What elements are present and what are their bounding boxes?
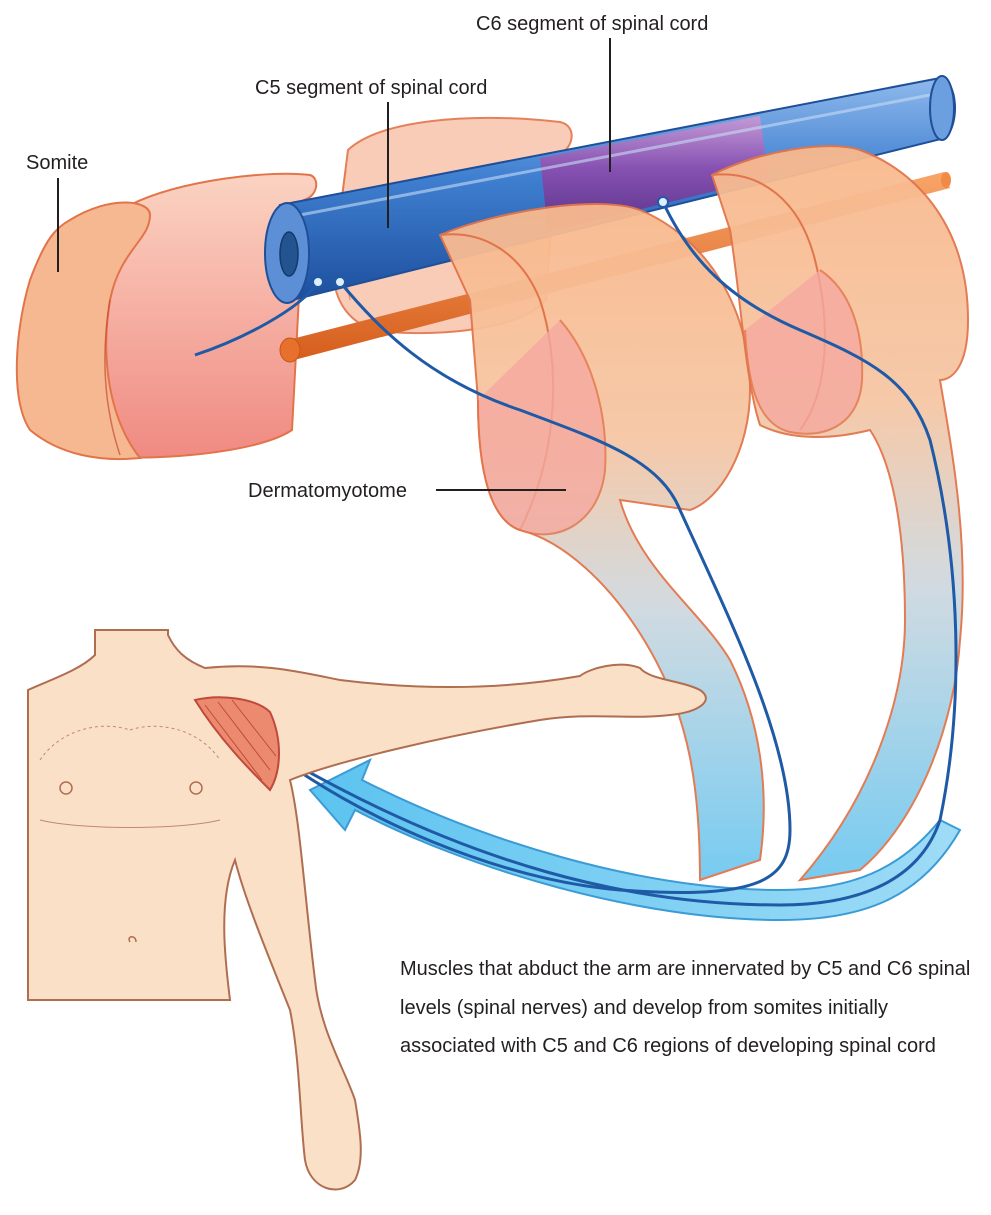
- figure-caption: Muscles that abduct the arm are innervat…: [400, 958, 971, 1057]
- deltoid-muscle: [193, 696, 280, 792]
- somite-left: [15, 172, 318, 461]
- somite-label: Somite: [26, 152, 88, 174]
- spinal-nerves: [194, 196, 958, 907]
- human-figure: [27, 629, 707, 1191]
- c6-segment-label: C6 segment of spinal cord: [476, 13, 708, 35]
- dermatomyotome-c6: [710, 145, 970, 882]
- leader-lines: [57, 38, 611, 491]
- dermatomyotome-c5: [438, 203, 765, 882]
- c5-segment-label: C5 segment of spinal cord: [255, 77, 487, 99]
- dermatomyotome-label: Dermatomyotome: [248, 480, 407, 502]
- innervation-arrow: [308, 757, 962, 922]
